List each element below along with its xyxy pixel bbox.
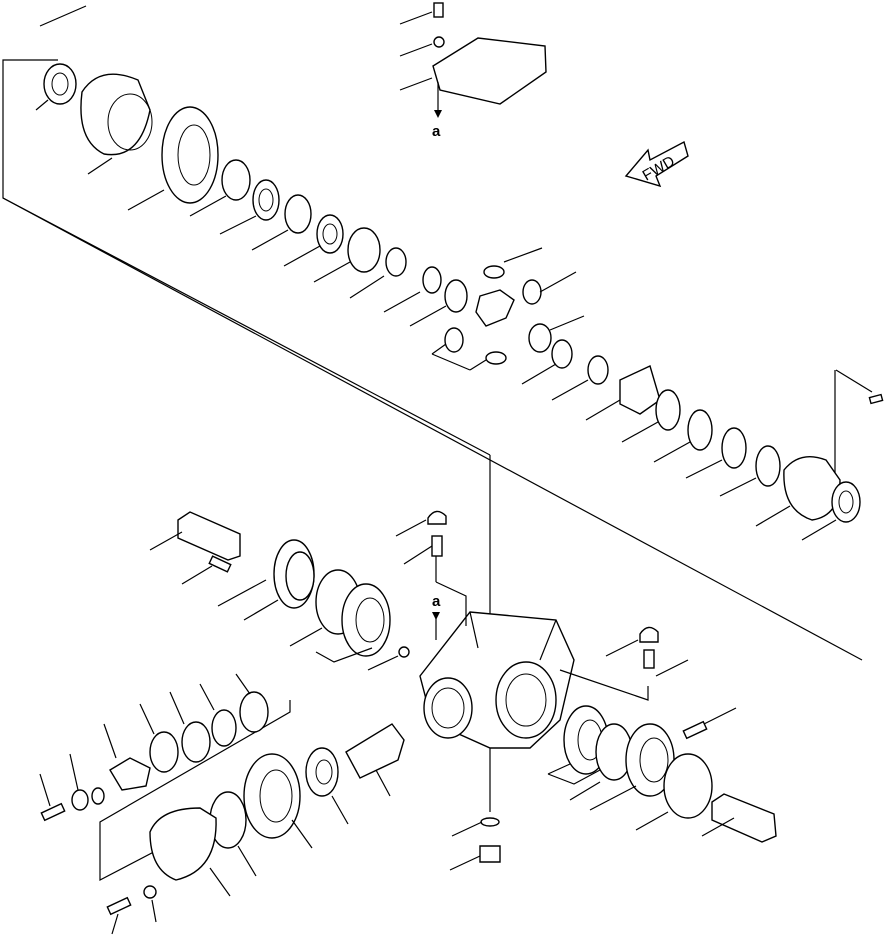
bolt <box>682 720 708 740</box>
pinion-washer <box>522 279 542 305</box>
washer <box>385 247 407 277</box>
brake-plate <box>341 583 391 657</box>
washer <box>422 266 442 294</box>
pinion-washer <box>444 327 464 353</box>
disc <box>284 194 312 234</box>
differential-case-left <box>43 63 552 365</box>
cap <box>639 626 659 643</box>
plate <box>619 365 661 415</box>
washer <box>211 709 237 747</box>
disc <box>655 389 681 431</box>
side-gear <box>528 323 552 353</box>
top-cover-plate <box>432 37 547 105</box>
disc <box>221 159 251 201</box>
top-cover-group: a <box>399 2 547 140</box>
differential-case-right <box>551 339 884 523</box>
pinion-group <box>40 691 405 916</box>
group-bracket-lines <box>2 59 863 881</box>
washer <box>587 355 609 385</box>
bolt <box>208 555 232 573</box>
leader-lines-upper <box>35 5 585 371</box>
seal <box>181 721 211 763</box>
left-axle-group <box>149 511 391 663</box>
disc <box>316 214 344 254</box>
washer <box>71 789 89 811</box>
disc <box>755 445 781 487</box>
spider <box>475 289 515 327</box>
bolt <box>868 393 884 405</box>
disc <box>347 227 381 273</box>
seal <box>149 731 179 773</box>
bolt <box>40 802 66 822</box>
washer <box>551 339 573 369</box>
pinion-gear <box>485 351 507 365</box>
pinion-gear <box>483 265 505 279</box>
right-axle-group <box>547 705 777 843</box>
diff-case-half <box>783 456 841 521</box>
cover-housing <box>149 807 217 881</box>
plug <box>398 646 410 658</box>
drain-plug <box>479 845 501 863</box>
reference-label-a-bottom: a <box>432 593 441 610</box>
bearing <box>239 691 269 733</box>
forward-direction-arrow: FWD <box>624 140 689 188</box>
pinion-shaft <box>345 723 405 779</box>
side-gear <box>444 279 468 313</box>
washer <box>433 36 445 48</box>
bearing <box>43 63 77 105</box>
coupling-yoke <box>109 757 151 791</box>
breather <box>431 535 443 557</box>
axle-housing: a <box>419 593 575 749</box>
housing-fittings <box>367 510 689 871</box>
reference-label-a-top: a <box>432 123 441 140</box>
axle-shaft <box>177 511 241 561</box>
leader-lines-pinion <box>39 673 391 935</box>
washer <box>91 787 105 805</box>
disc <box>721 427 747 469</box>
leader-lines-right <box>521 363 873 541</box>
bolt <box>106 896 132 916</box>
bearing <box>831 481 861 523</box>
axle-shaft <box>711 793 777 843</box>
bearing <box>305 747 339 797</box>
cover-bolt <box>433 2 444 18</box>
gasket <box>480 817 500 827</box>
breather <box>643 649 655 669</box>
disc <box>252 179 280 221</box>
o-ring <box>663 753 713 819</box>
washer <box>143 885 157 899</box>
disc <box>687 409 713 451</box>
cap <box>427 510 447 525</box>
